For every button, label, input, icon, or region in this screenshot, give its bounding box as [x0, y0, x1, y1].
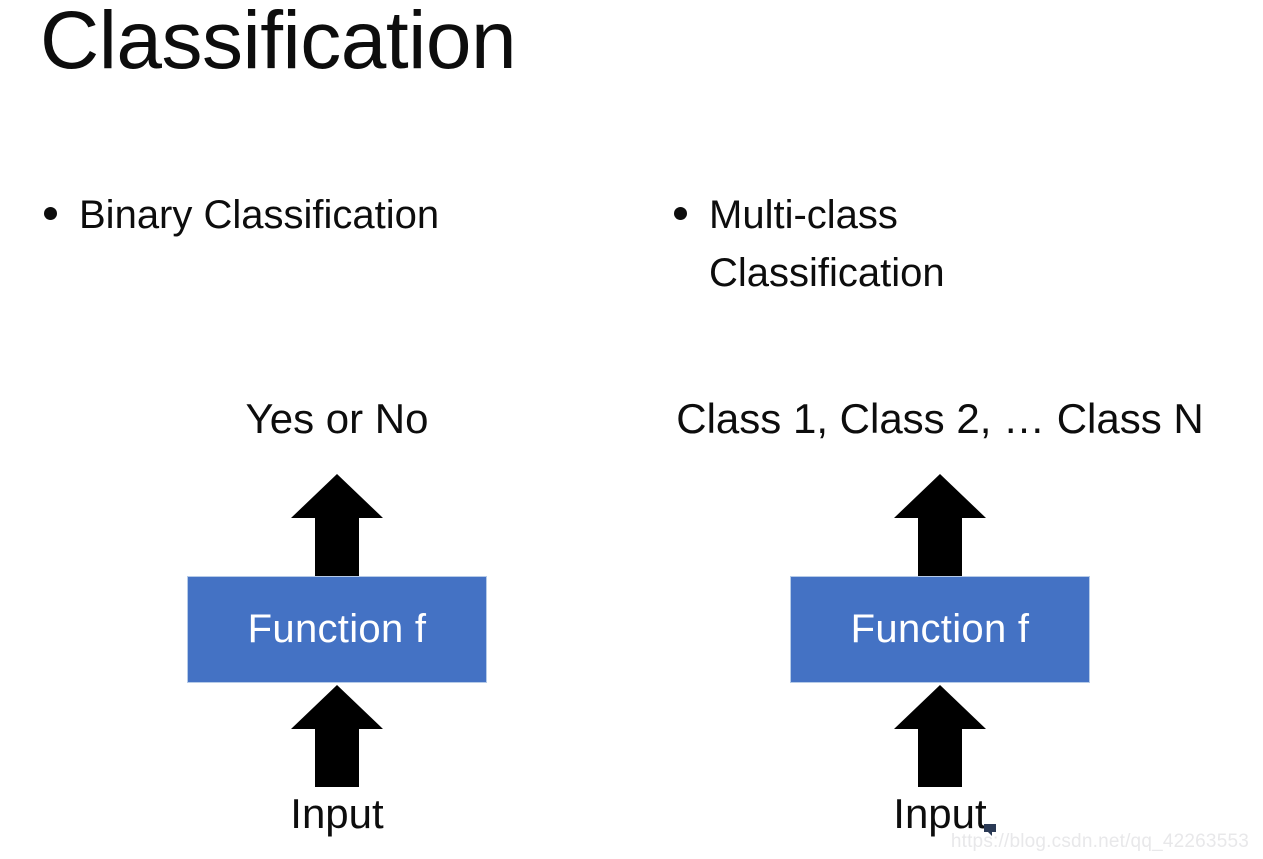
- arrow-up-icon: [894, 474, 986, 576]
- bullet-dot-icon: [44, 207, 57, 220]
- bullet-dot-icon: [674, 207, 687, 220]
- diagram-output-label: Yes or No: [245, 395, 429, 442]
- bullet-label: Multi-class Classification: [709, 193, 945, 295]
- function-box-label: Function f: [850, 607, 1030, 651]
- multi-class-classification-diagram: Class 1, Class 2, … Class N Function f I…: [676, 398, 1203, 837]
- page-title: Classification: [40, 0, 517, 86]
- function-box-label: Function f: [247, 607, 427, 651]
- diagram-output-label: Class 1, Class 2, … Class N: [676, 395, 1204, 442]
- bullet-label: Binary Classification: [79, 193, 440, 237]
- arrow-up-icon: [291, 474, 383, 576]
- binary-classification-diagram: Yes or No Function f Input: [127, 398, 547, 835]
- diagram-input-label: Input: [893, 790, 987, 837]
- function-box: Function f: [187, 576, 487, 683]
- bullet-item-binary-classification: Binary Classification: [44, 186, 604, 244]
- watermark-logo-icon: [984, 824, 996, 836]
- arrow-up-icon: [894, 685, 986, 787]
- diagram-input-label: Input: [290, 790, 384, 837]
- bullet-item-multi-class-classification: Multi-class Classification: [674, 186, 1094, 302]
- watermark-url: https://blog.csdn.net/qq_42263553: [950, 831, 1249, 852]
- function-box: Function f: [790, 576, 1090, 683]
- arrow-up-icon: [291, 685, 383, 787]
